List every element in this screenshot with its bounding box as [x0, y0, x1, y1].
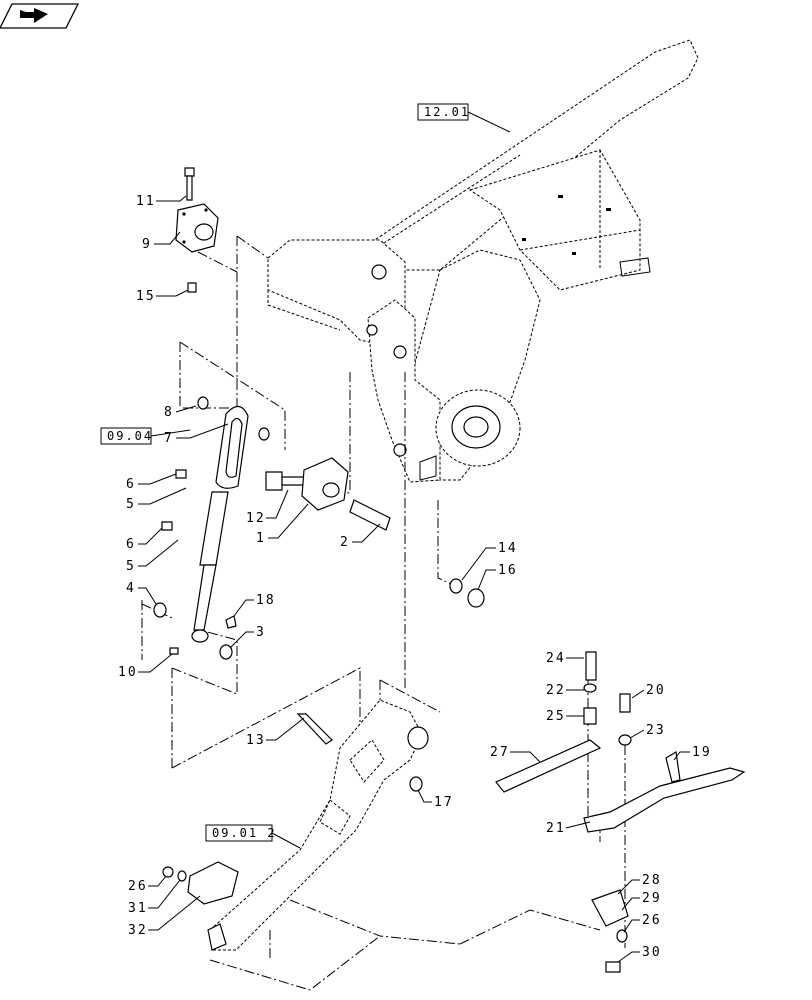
callout-2: 2 [340, 523, 381, 550]
callout-4: 4 [126, 581, 157, 605]
callout-27: 27 [490, 745, 541, 763]
callout-31: 31 [128, 879, 181, 916]
support-arm [207, 699, 429, 951]
callout-6b: 6 [126, 527, 163, 552]
callout-3: 3 [229, 625, 266, 649]
svg-text:5: 5 [126, 559, 136, 574]
callout-19: 19 [673, 745, 712, 761]
back-arrow-icon[interactable] [0, 3, 80, 29]
svg-text:7: 7 [164, 431, 174, 446]
callout-12: 12 [246, 489, 289, 526]
svg-text:1: 1 [256, 531, 266, 546]
svg-text:22: 22 [546, 683, 566, 698]
svg-text:9: 9 [142, 237, 152, 252]
reference-1201[interactable]: 12.01 [417, 103, 511, 133]
callout-13: 13 [246, 717, 305, 748]
svg-text:5: 5 [126, 497, 136, 512]
callout-20: 20 [631, 683, 666, 699]
callout-17: 17 [417, 789, 454, 810]
svg-text:29: 29 [642, 891, 662, 906]
callout-26a: 26 [623, 913, 662, 933]
svg-text:18: 18 [256, 593, 276, 608]
svg-text:21: 21 [546, 821, 566, 836]
callout-8: 8 [164, 405, 197, 420]
callout-24: 24 [546, 651, 584, 666]
callout-10: 10 [118, 653, 173, 680]
callout-6a: 6 [126, 473, 177, 492]
svg-text:3: 3 [256, 625, 266, 640]
callout-23: 23 [629, 723, 666, 739]
svg-text:28: 28 [642, 873, 662, 888]
callout-1: 1 [256, 503, 309, 546]
svg-text:23: 23 [646, 723, 666, 738]
svg-text:11: 11 [136, 194, 156, 209]
callout-29: 29 [621, 891, 662, 911]
svg-text:24: 24 [546, 651, 566, 666]
svg-text:26: 26 [128, 879, 148, 894]
svg-text:15: 15 [136, 289, 156, 304]
callout-16: 16 [477, 563, 518, 591]
svg-text:26: 26 [642, 913, 662, 928]
callout-21: 21 [546, 821, 591, 836]
reference-0901[interactable]: 09.01 2 [205, 824, 301, 849]
callouts: 11 9 15 8 7 6 5 6 5 4 18 3 10 12 1 2 14 … [118, 194, 712, 963]
svg-text:2: 2 [340, 535, 350, 550]
callout-32: 32 [128, 895, 201, 938]
svg-text:10: 10 [118, 665, 138, 680]
callout-14: 14 [461, 541, 518, 581]
svg-text:31: 31 [128, 901, 148, 916]
callout-25: 25 [546, 709, 584, 724]
svg-text:32: 32 [128, 923, 148, 938]
callout-26b: 26 [128, 875, 167, 894]
svg-text:25: 25 [546, 709, 566, 724]
reference-0904[interactable]: 09.04 [100, 427, 191, 445]
callout-5a: 5 [126, 487, 187, 512]
callout-15: 15 [136, 289, 189, 304]
small-parts [153, 167, 746, 973]
svg-text:6: 6 [126, 477, 136, 492]
svg-text:13: 13 [246, 733, 266, 748]
svg-text:19: 19 [692, 745, 712, 760]
reference-label: 09.04 [107, 429, 153, 443]
reference-label: 09.01 2 [212, 826, 277, 840]
svg-text:4: 4 [126, 581, 136, 596]
callout-5b: 5 [126, 539, 179, 574]
svg-text:12: 12 [246, 511, 266, 526]
reference-label: 12.01 [424, 105, 470, 119]
callout-11: 11 [136, 194, 187, 209]
callout-9: 9 [142, 231, 181, 252]
callout-28: 28 [617, 873, 662, 895]
svg-text:8: 8 [164, 405, 174, 420]
svg-text:6: 6 [126, 537, 136, 552]
svg-text:27: 27 [490, 745, 510, 760]
svg-text:30: 30 [642, 945, 662, 960]
svg-text:20: 20 [646, 683, 666, 698]
main-frame [267, 39, 699, 483]
callout-22: 22 [546, 683, 584, 698]
callout-7: 7 [164, 423, 229, 446]
svg-text:17: 17 [434, 795, 454, 810]
svg-text:14: 14 [498, 541, 518, 556]
callout-18: 18 [233, 593, 276, 617]
svg-text:16: 16 [498, 563, 518, 578]
callout-30: 30 [617, 945, 662, 963]
